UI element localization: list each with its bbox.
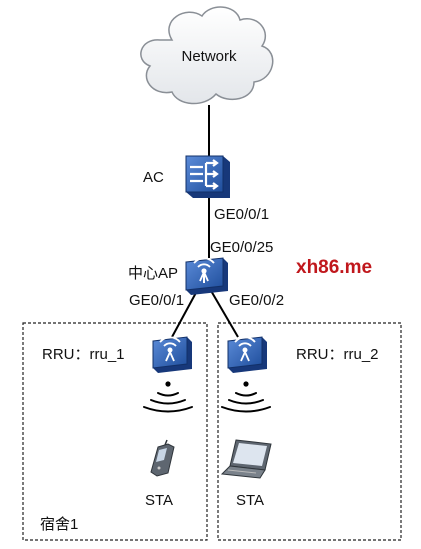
rru-2-label: RRU：rru_2 bbox=[296, 346, 379, 363]
watermark-text: xh86.me bbox=[296, 257, 372, 278]
ac-label: AC bbox=[143, 169, 164, 186]
sta-1-label: STA bbox=[145, 492, 173, 509]
central-ap-port-left-label: GE0/0/1 bbox=[129, 292, 184, 309]
central-ap-label: 中心AP bbox=[128, 265, 178, 282]
area-dorm-right-box bbox=[217, 322, 402, 541]
ac-controller-icon bbox=[185, 155, 230, 198]
rru-1-ap-icon bbox=[152, 336, 192, 373]
ac-port-label: GE0/0/1 bbox=[214, 206, 269, 223]
central-ap-port-right-label: GE0/0/2 bbox=[229, 292, 284, 309]
sta-2-label: STA bbox=[236, 492, 264, 509]
network-label: Network bbox=[181, 48, 237, 65]
mobile-phone-icon bbox=[150, 439, 175, 477]
area-label: 宿舍1 bbox=[40, 516, 78, 533]
central-ap-icon bbox=[185, 257, 228, 295]
rru-2-wifi-signal-icon bbox=[221, 381, 271, 413]
area-dorm-left-box bbox=[22, 322, 208, 541]
link-ap-rru-2 bbox=[209, 288, 239, 338]
ap-uplink-port-label: GE0/0/25 bbox=[210, 239, 273, 256]
laptop-icon bbox=[220, 439, 272, 479]
link-ap-rru-1 bbox=[171, 288, 199, 338]
network-cloud-icon bbox=[140, 6, 274, 105]
rru-2-ap-icon bbox=[227, 336, 267, 373]
rru-1-wifi-signal-icon bbox=[143, 381, 193, 413]
rru-1-label: RRU：rru_1 bbox=[42, 346, 125, 363]
